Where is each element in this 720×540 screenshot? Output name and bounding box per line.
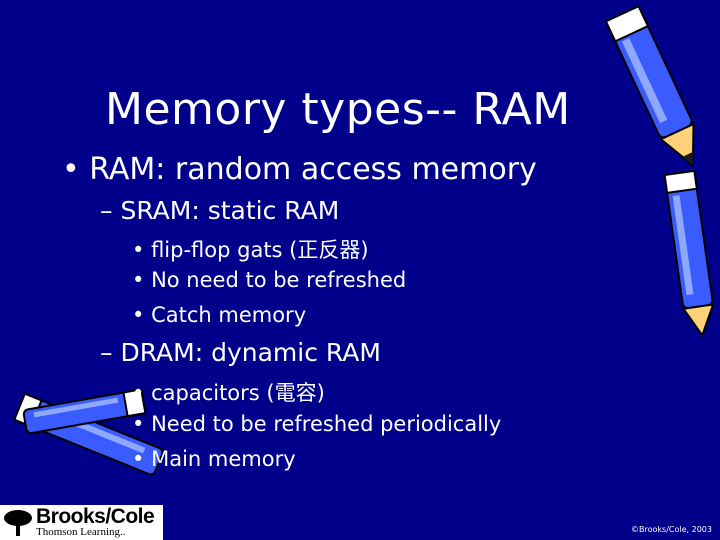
dash-marker: – bbox=[100, 196, 113, 225]
list-item-text: Need to be refreshed periodically bbox=[151, 412, 502, 436]
list-item: • flip-flop gats (正反器) bbox=[132, 234, 369, 264]
pencil-top-right-icon bbox=[604, 4, 695, 168]
main-bullet-text: RAM: random access memory bbox=[89, 152, 537, 187]
list-item-text: flip-flop gats (正反器) bbox=[151, 238, 369, 262]
pencils-bottom-left-icon bbox=[13, 388, 164, 476]
slide-title: Memory types-- RAM bbox=[105, 84, 571, 135]
list-item: • Need to be refreshed periodically bbox=[132, 412, 501, 436]
list-item-text: Main memory bbox=[151, 447, 296, 471]
list-item: • No need to be refreshed bbox=[132, 268, 406, 292]
list-item-text: capacitors (電容) bbox=[151, 381, 325, 405]
dram-heading-text: DRAM: dynamic RAM bbox=[120, 338, 381, 367]
publisher-logo: Brooks/Cole Thomson Learning.. bbox=[0, 505, 163, 540]
sram-heading-text: SRAM: static RAM bbox=[120, 196, 340, 225]
tree-icon bbox=[4, 510, 32, 536]
bullet-marker: • bbox=[62, 152, 80, 187]
dash-marker: – bbox=[100, 338, 113, 367]
bullet-marker: • bbox=[132, 268, 145, 292]
bullet-marker: • bbox=[132, 303, 145, 327]
list-item: • Main memory bbox=[132, 447, 296, 471]
logo-brand: Brooks/Cole bbox=[36, 505, 155, 528]
pencil-right-icon bbox=[663, 170, 715, 338]
logo-subtitle: Thomson Learning.. bbox=[36, 526, 126, 538]
bullet-marker: • bbox=[132, 381, 145, 405]
list-item-text: No need to be refreshed bbox=[151, 268, 407, 292]
list-item-text: Catch memory bbox=[151, 303, 307, 327]
list-item: • Catch memory bbox=[132, 303, 306, 327]
bullet-marker: • bbox=[132, 238, 145, 262]
bullet-marker: • bbox=[132, 412, 145, 436]
copyright-text: ©Brooks/Cole, 2003 bbox=[631, 525, 712, 534]
bullet-marker: • bbox=[132, 447, 145, 471]
list-item: • capacitors (電容) bbox=[132, 377, 325, 407]
main-bullet: • RAM: random access memory bbox=[62, 152, 537, 187]
sram-heading: – SRAM: static RAM bbox=[100, 196, 339, 225]
dram-heading: – DRAM: dynamic RAM bbox=[100, 338, 381, 367]
